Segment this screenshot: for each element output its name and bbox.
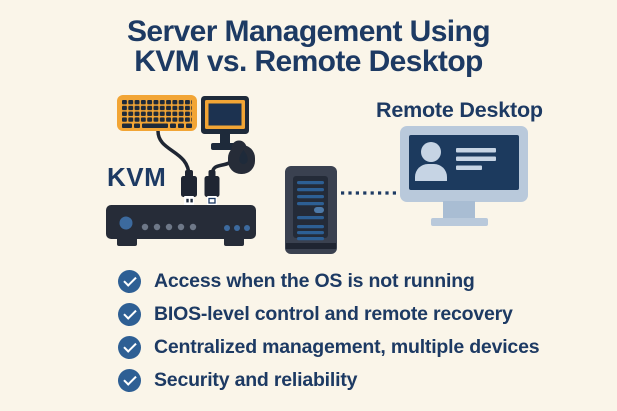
check-icon — [118, 369, 141, 392]
list-item-text: BIOS-level control and remote recovery — [154, 303, 513, 325]
kvm-label: KVM — [107, 162, 167, 192]
check-icon — [118, 336, 141, 359]
remote-desktop-icon — [400, 126, 528, 226]
server-icon — [285, 166, 337, 254]
usb-plug-right-icon — [204, 170, 220, 206]
keyboard-icon — [117, 95, 197, 131]
check-icon — [118, 303, 141, 326]
cables — [156, 129, 231, 178]
remote-desktop-label: Remote Desktop — [376, 98, 543, 122]
kvm-switch-icon — [106, 205, 256, 246]
list-item: Centralized management, multiple devices — [118, 336, 540, 359]
user-icon — [415, 142, 447, 181]
page-title-line1: Server Management Using — [127, 15, 491, 48]
page-title-line2: KVM vs. Remote Desktop — [134, 45, 483, 78]
list-item-text: Security and reliability — [154, 369, 358, 391]
list-item: Security and reliability — [118, 369, 539, 392]
mouse-icon — [228, 140, 255, 174]
list-item-text: Access when the OS is not running — [154, 270, 475, 292]
usb-plug-left-icon — [181, 170, 197, 206]
page-title: Server Management Using KVM vs. Remote D… — [0, 17, 617, 77]
check-icon — [118, 270, 141, 293]
keyboard-cable — [156, 129, 191, 178]
benefits-checklist: Access when the OS is not running BIOS-l… — [118, 270, 540, 402]
list-item-text: Centralized management, multiple devices — [154, 336, 540, 358]
kvm-monitor-icon — [201, 96, 249, 150]
list-item: Access when the OS is not running — [118, 270, 539, 293]
list-item: BIOS-level control and remote recovery — [118, 303, 539, 326]
